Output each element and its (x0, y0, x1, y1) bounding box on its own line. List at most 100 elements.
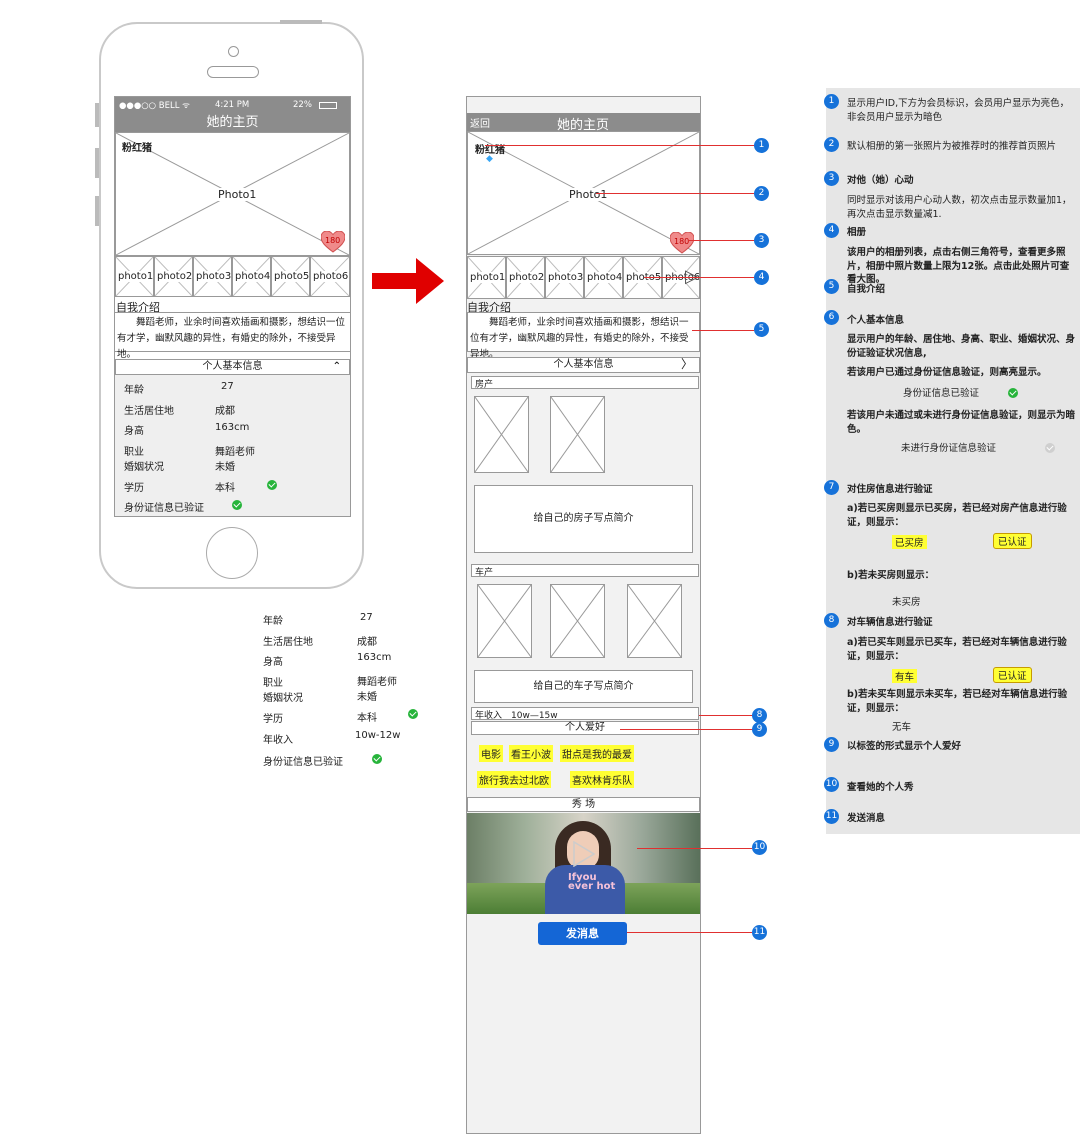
back-button[interactable]: 返回 (470, 119, 490, 130)
house-desc[interactable]: 给自己的房子写点简介 (474, 485, 693, 553)
phone-home-button[interactable] (206, 527, 258, 579)
info-header-bar[interactable]: 个人基本信息 ⌃ (115, 359, 350, 375)
leader-line (688, 240, 754, 241)
info-value: 成都 (215, 406, 235, 417)
note-number: 2 (824, 137, 839, 152)
house-photo[interactable] (474, 396, 529, 473)
note-4-title: 相册 (847, 227, 867, 238)
note-number: 8 (824, 613, 839, 628)
wire-heart-icon[interactable]: 180 (670, 232, 694, 254)
note-6b: 若该用户已通过身份证信息验证，则高亮显示。 (847, 367, 1047, 378)
leader-line (627, 932, 752, 933)
thumb-photo[interactable]: photo2 (154, 256, 193, 297)
verified-check-icon (1008, 388, 1018, 398)
hobby-tag[interactable]: 喜欢林肯乐队 (570, 771, 634, 788)
thumb-photo[interactable]: photo4 (232, 256, 271, 297)
hobby-tag[interactable]: 电影 (479, 745, 503, 762)
shirt-text: Ifyou ever hot (568, 872, 616, 892)
main-photo[interactable]: 粉红猪 Photo1 180 (115, 132, 350, 256)
show-header: 秀 场 (467, 797, 700, 812)
car-photo[interactable] (477, 584, 532, 658)
info-label: 婚姻状况 (124, 462, 164, 473)
note-8b: b)若未买车则显示未买车，若已经对车辆信息进行验证，则显示： (847, 689, 1068, 714)
house-header: 房产 (471, 376, 699, 390)
intro-header: 自我介绍 (116, 301, 160, 314)
note-6e: 未进行身份证信息验证 (901, 443, 997, 454)
note-number: 9 (824, 737, 839, 752)
chevron-right-icon[interactable]: 〉 (680, 357, 693, 371)
note-2: 默认相册的第一张照片为被推荐时的推荐首页照片 (847, 141, 1057, 152)
wire-like-count: 180 (674, 237, 690, 246)
hobby-tag[interactable]: 旅行我去过北欧 (477, 771, 551, 788)
wire-page-title: 她的主页 (557, 118, 610, 133)
house-photo[interactable] (550, 396, 605, 473)
info-label: 学历 (124, 483, 144, 494)
note-11: 发送消息 (847, 813, 886, 824)
wire-thumb[interactable]: photo3 (545, 256, 584, 299)
leader-line (699, 715, 754, 716)
car-photo[interactable] (550, 584, 605, 658)
note-number: 1 (824, 94, 839, 109)
note-number: 4 (824, 223, 839, 238)
info-label: 职业 (124, 447, 144, 458)
wire-thumb[interactable]: photo1 (467, 256, 506, 299)
phone-speaker (207, 66, 259, 78)
hobby-tag[interactable]: 甜点是我的最爱 (560, 745, 634, 762)
note-8c: 无车 (892, 722, 912, 733)
info-label: 年龄 (124, 385, 144, 396)
thumb-photo[interactable]: photo1 (115, 256, 154, 297)
thumb-label: photo3 (548, 272, 584, 283)
play-icon[interactable] (572, 840, 596, 868)
list-value: 未婚 (357, 692, 377, 703)
hobby-header: 个人爱好 (471, 721, 699, 735)
carrier-label: ●●●○○ BELL ᯤ (119, 101, 190, 111)
wire-thumb[interactable]: photo2 (506, 256, 545, 299)
note-6c: 身份证信息已验证 (903, 388, 980, 399)
thumb-label: photo6 (313, 271, 349, 282)
list-value: 成都 (357, 637, 377, 648)
note-9: 以标签的形式显示个人爱好 (847, 741, 962, 752)
phone-side-button (95, 103, 99, 127)
thumb-photo[interactable]: photo5 (271, 256, 310, 297)
chevron-up-icon[interactable]: ⌃ (332, 361, 341, 372)
list-label: 年龄 (263, 616, 283, 627)
car-photo[interactable] (627, 584, 682, 658)
note-6-title: 个人基本信息 (847, 315, 905, 326)
note-10: 查看她的个人秀 (847, 782, 914, 793)
shirt (545, 865, 625, 914)
info-value: 未婚 (215, 462, 235, 473)
heart-icon[interactable]: 180 (321, 231, 345, 253)
hobby-tag[interactable]: 看王小波 (509, 745, 553, 762)
list-label: 生活居住地 (263, 637, 313, 648)
list-value: 本科 (357, 713, 377, 724)
more-photos-arrow-icon[interactable]: ▷ (685, 266, 699, 287)
info-label: 身高 (124, 426, 144, 437)
wire-thumb[interactable]: photo4 (584, 256, 623, 299)
wire-info-header-bar[interactable]: 个人基本信息 〉 (467, 357, 700, 373)
note-7a: a)若已买房则显示已买房，若已经对房产信息进行验证，则显示： (847, 503, 1067, 528)
has-car-badge: 有车 (892, 669, 918, 683)
leader-line (644, 277, 754, 278)
list-label: 年收入 (263, 735, 293, 746)
battery-label: 22% (293, 100, 312, 110)
phone-screen: ●●●○○ BELL ᯤ 4:21 PM 22% 她的主页 粉红猪 Photo1… (114, 96, 351, 517)
note-5: 自我介绍 (847, 284, 886, 295)
phone-volume-up (95, 148, 99, 178)
clock: 4:21 PM (215, 100, 250, 110)
intro-text: 舞蹈老师，业余时间喜欢插画和摄影，想结识一位有才学，幽默风趣的异性，有婚史的除外… (115, 312, 350, 360)
thumb-photo[interactable]: photo3 (193, 256, 232, 297)
marker-5: 5 (754, 322, 769, 337)
info-value: 本科 (215, 483, 235, 494)
arrow-right-icon (372, 258, 444, 304)
marker-4: 4 (754, 270, 769, 285)
info-label: 生活居住地 (124, 406, 174, 417)
send-message-button[interactable]: 发消息 (538, 922, 627, 945)
leader-line (620, 729, 754, 730)
thumb-label: photo3 (196, 271, 232, 282)
show-photo[interactable]: Ifyou ever hot (467, 813, 700, 914)
thumb-photo[interactable]: photo6 (310, 256, 350, 297)
unverified-check-icon (1044, 443, 1055, 453)
note-4: 该用户的相册列表，点击右侧三角符号，查看更多照片，相册中照片数量上限为12张。点… (847, 247, 1070, 285)
car-desc[interactable]: 给自己的车子写点简介 (474, 670, 693, 703)
income-row: 年收入 10w—15w (471, 707, 699, 721)
